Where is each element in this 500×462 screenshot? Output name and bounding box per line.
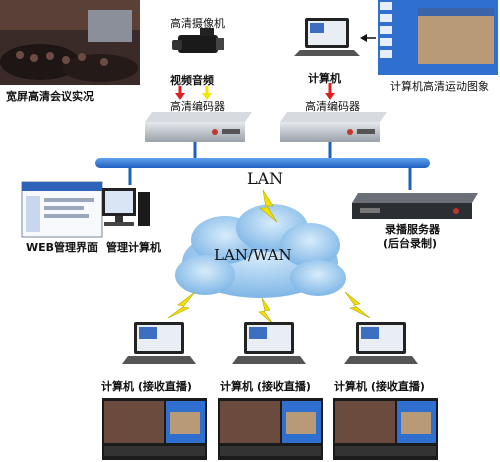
hd-camera-icon <box>172 28 224 53</box>
record-server-device <box>352 193 478 219</box>
client-laptop-1 <box>122 322 196 364</box>
client-laptop-2 <box>232 322 306 364</box>
lan-wan-cloud <box>175 204 346 298</box>
hd-motion-screenshot <box>378 0 498 75</box>
hd-encoder-2-device <box>280 112 387 142</box>
client-preview-3 <box>333 398 438 460</box>
computer-top-label: 计算机 <box>308 72 341 85</box>
computer-arrow-head <box>325 93 335 100</box>
hd-camera-label: 高清摄像机 <box>170 17 225 30</box>
client-3-label: 计算机 (接收直播) <box>334 380 425 393</box>
conference-photo <box>0 0 140 85</box>
conference-label: 宽屏高清会议实况 <box>6 90 94 103</box>
admin-pc-label: 管理计算机 <box>106 241 161 254</box>
hd-encoder-1-label: 高清编码器 <box>170 100 225 113</box>
client-1-label: 计算机 (接收直播) <box>101 380 192 393</box>
hd-encoder-2-label: 高清编码器 <box>305 100 360 113</box>
hd-motion-image-label: 计算机高清运动图象 <box>390 80 489 93</box>
lan-label: LAN <box>247 169 284 188</box>
video-audio-arrows <box>175 86 212 100</box>
client-2-label: 计算机 (接收直播) <box>220 380 311 393</box>
lightning-middle <box>258 297 274 325</box>
hd-encoder-1-device <box>145 112 252 142</box>
screenshot-arrow <box>360 34 376 42</box>
record-server-label-1: 录播服务器 <box>385 223 440 236</box>
client-preview-2 <box>218 398 323 460</box>
web-ui-label: WEB管理界面 <box>26 241 99 254</box>
lan-bar <box>95 158 430 168</box>
computer-top-icon <box>294 18 360 56</box>
video-audio-label: 视频音频 <box>170 74 214 87</box>
lan-wan-label: LAN/WAN <box>214 246 292 264</box>
client-laptop-3 <box>344 322 418 364</box>
lightning-bolts <box>167 189 371 325</box>
web-ui-window <box>21 181 103 238</box>
client-preview-1 <box>102 398 207 460</box>
record-server-label-2: (后台录制) <box>383 237 438 250</box>
lightning-right <box>344 291 371 319</box>
lightning-top <box>259 189 278 223</box>
admin-pc-icon <box>102 188 150 226</box>
lightning-left <box>167 291 196 319</box>
